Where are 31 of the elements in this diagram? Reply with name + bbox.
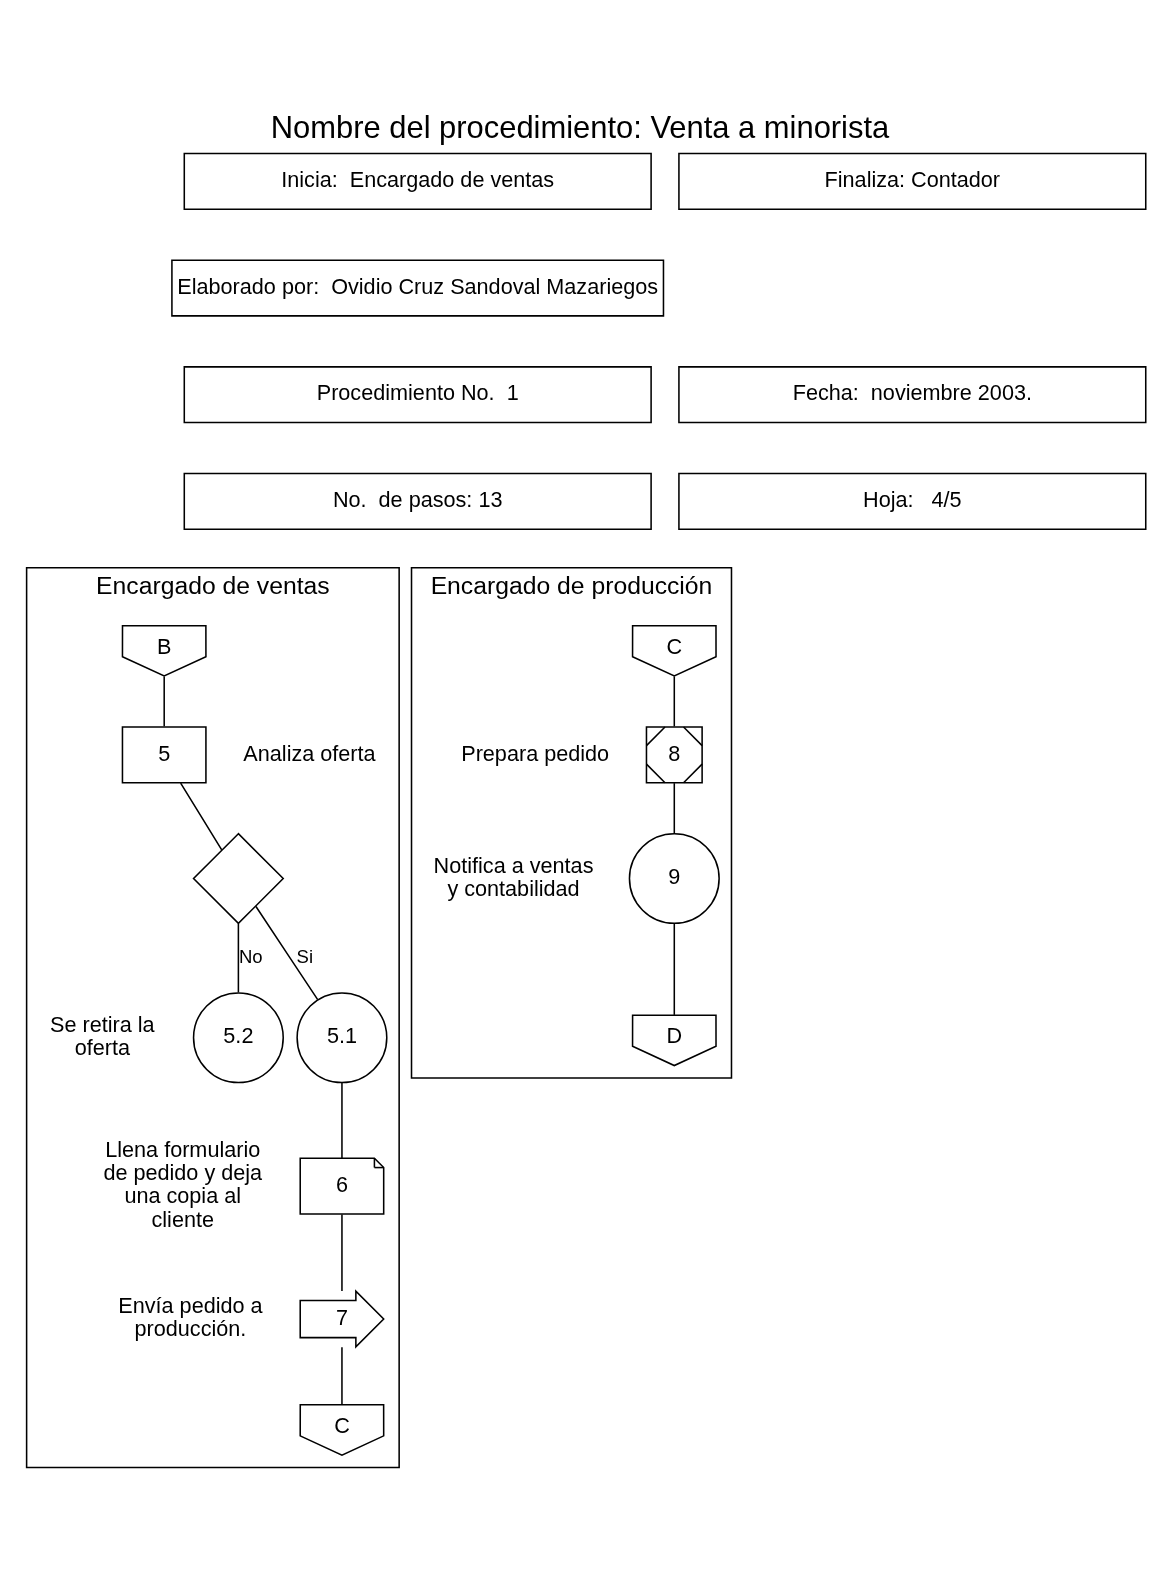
- node-circle: 5.2: [192, 992, 284, 1084]
- node-label: Llena formulario de pedido y deja una copia al cliente: [103, 1137, 263, 1232]
- node-circle: 9: [628, 832, 720, 925]
- connector: [673, 675, 676, 728]
- label: Procedimiento No. 1: [316, 380, 519, 406]
- node-label: Notifica a ventas y contabilidad: [433, 852, 594, 901]
- connector: [163, 675, 165, 728]
- connector: [237, 922, 240, 994]
- connector: [179, 782, 223, 851]
- node-label: Prepara pedido: [461, 740, 610, 766]
- edge-label: No: [238, 945, 263, 967]
- label: Hoja: 4/5: [863, 487, 962, 513]
- node-box: 5: [121, 726, 207, 784]
- connector: [341, 1082, 343, 1159]
- connector: [341, 1346, 343, 1406]
- label: Finaliza: Contador: [824, 167, 1001, 193]
- connector: [341, 1213, 343, 1292]
- label: No. de pasos: 13: [332, 487, 503, 513]
- connector: [673, 922, 676, 1016]
- node-diamond: [192, 832, 285, 925]
- diagram-title: Nombre del procedimiento: Venta a minorista: [270, 110, 890, 146]
- label: Elaborado por: Ovidio Cruz Sandoval Mazariegos: [177, 273, 659, 299]
- node-label: Se retira la oferta: [50, 1011, 155, 1061]
- label: Inicia: Encargado de ventas: [281, 167, 555, 193]
- node-label: Envía pedido a producción.: [118, 1293, 263, 1342]
- edge-label: Si: [296, 945, 314, 967]
- label: Fecha: noviembre 2003.: [792, 380, 1032, 406]
- node-label: Analiza oferta: [243, 740, 376, 766]
- connector: [673, 782, 676, 834]
- node-circle: 5.1: [296, 992, 388, 1084]
- connector: [255, 905, 319, 1001]
